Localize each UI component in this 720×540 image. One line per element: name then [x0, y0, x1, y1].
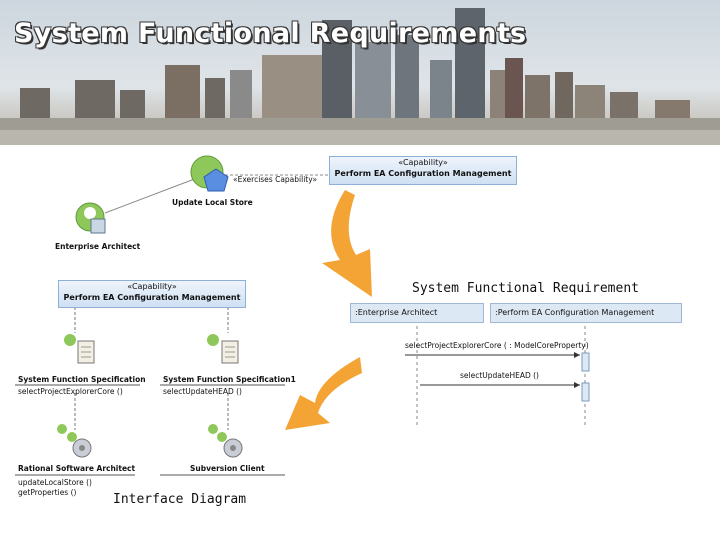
capability-stereotype: «Capability»: [398, 158, 448, 167]
spec-icon-2: [207, 334, 239, 364]
message-1-label: selectProjectExplorerCore ( : ModelCoreP…: [405, 341, 589, 350]
interface-diagram-caption: Interface Diagram: [113, 492, 247, 507]
lifeline-head-1[interactable]: :Enterprise Architect: [350, 303, 484, 323]
spec1-name: System Function Specification: [18, 375, 146, 384]
actor-label: Enterprise Architect: [55, 242, 141, 251]
spec-icon-1: [64, 334, 95, 364]
component-icon-1: [57, 424, 92, 458]
comp1-op2: getProperties (): [18, 488, 77, 497]
slide-title: System Functional Requirements: [14, 18, 527, 49]
spec1-op: selectProjectExplorerCore (): [18, 387, 123, 396]
lifeline-head-2[interactable]: :Perform EA Configuration Management: [490, 303, 682, 323]
capability-box-top[interactable]: «Capability» Perform EA Configuration Ma…: [329, 156, 517, 185]
skyline-image: [0, 0, 720, 145]
capability-box-interface[interactable]: «Capability» Perform EA Configuration Ma…: [58, 280, 246, 308]
spec2-name: System Function Specification1: [163, 375, 296, 384]
diagram-canvas: [15, 155, 590, 476]
arrow-down-left: [285, 357, 362, 430]
sequence-diagram-caption: System Functional Requirement: [412, 281, 639, 296]
capability-name: Perform EA Configuration Management: [63, 293, 241, 302]
use-case-icon: [190, 155, 229, 192]
use-case-label: Update Local Store: [172, 198, 253, 207]
header-banner: System Functional Requirements: [0, 0, 720, 145]
actor-icon: [75, 202, 106, 234]
association-line: [104, 174, 206, 214]
arrow-down-right: [322, 190, 372, 297]
comp1-name: Rational Software Architect: [18, 464, 136, 473]
component-icon-2: [208, 424, 243, 458]
comp2-name: Subversion Client: [190, 464, 265, 473]
spec2-op: selectUpdateHEAD (): [163, 387, 242, 396]
relation-label: «Exercises Capability»: [233, 175, 318, 184]
capability-name: Perform EA Configuration Management: [334, 169, 512, 178]
comp1-op1: updateLocalStore (): [18, 478, 92, 487]
capability-stereotype: «Capability»: [127, 282, 177, 291]
activation-2: [581, 382, 590, 402]
activation-1: [581, 352, 590, 372]
message-2-label: selectUpdateHEAD (): [460, 371, 539, 380]
